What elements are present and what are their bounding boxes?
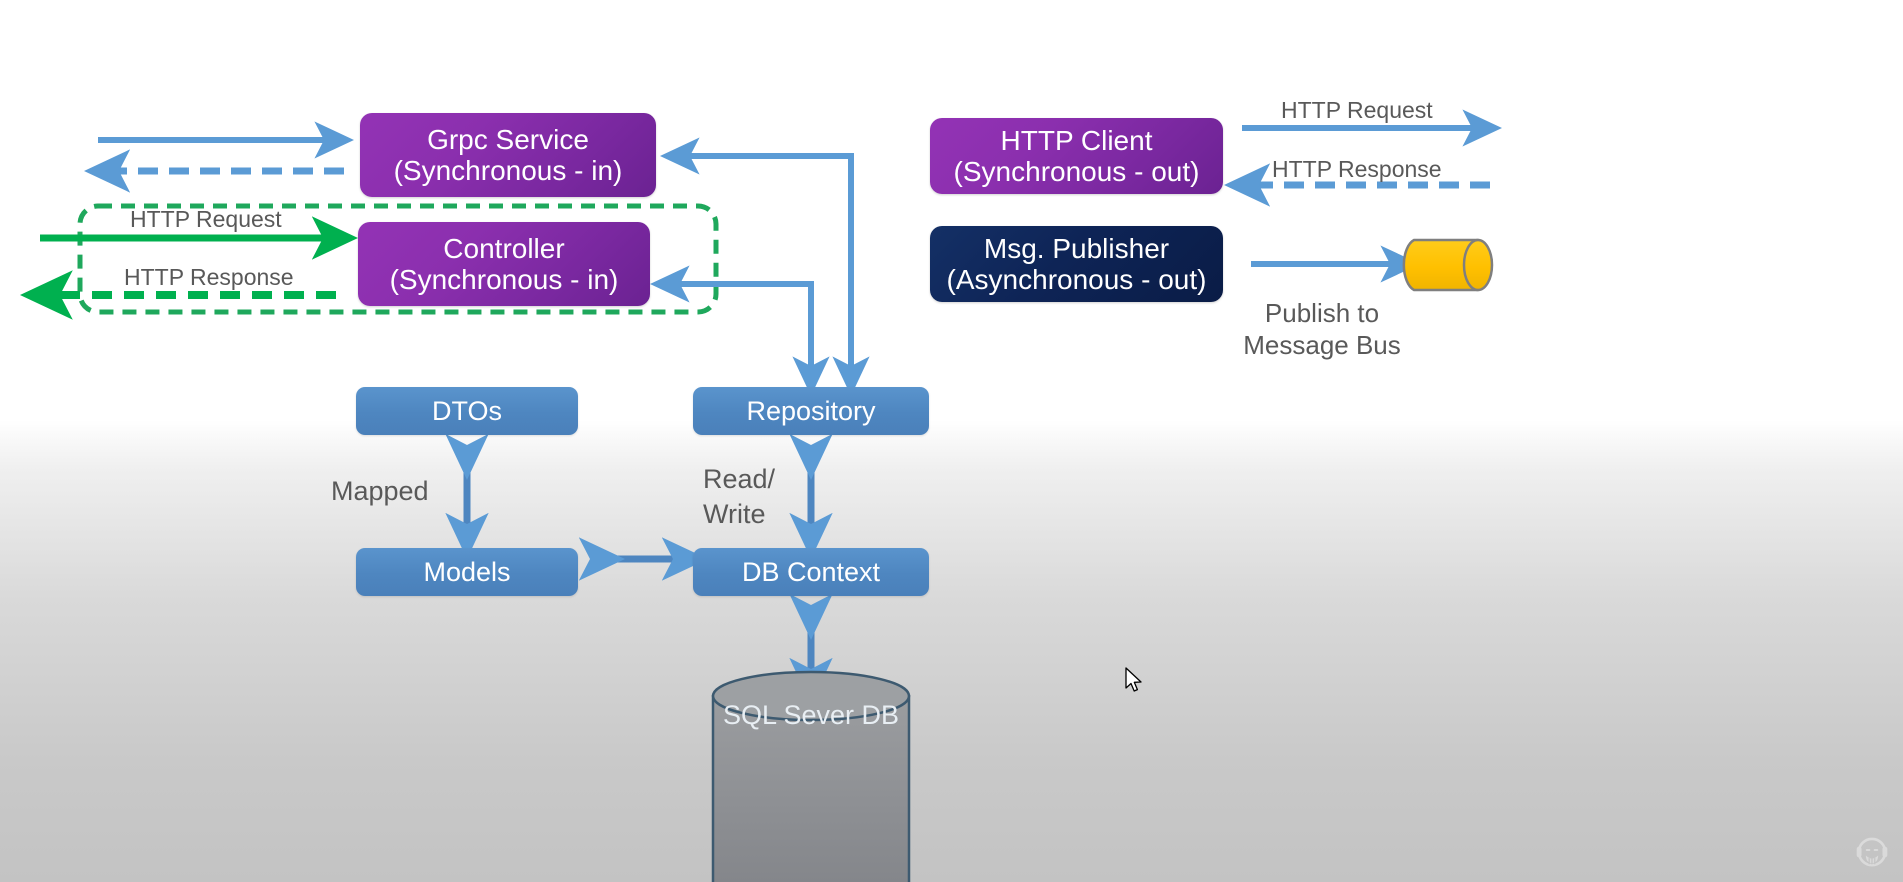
read-write-line1: Read/ [703, 464, 776, 494]
mouse-pointer-icon [1125, 667, 1142, 692]
node-controller-line1: Controller [443, 232, 565, 264]
label-http-request-right: HTTP Request [1281, 97, 1433, 123]
label-http-response-left: HTTP Response [124, 264, 294, 290]
node-dtos-label: DTOs [431, 395, 502, 426]
node-db-context-label: DB Context [741, 556, 881, 587]
database-cylinder-icon [711, 670, 911, 882]
node-http-client-line2: (Synchronous - out) [953, 156, 1200, 187]
node-msg-publisher-line2: (Asynchronous - out) [946, 264, 1207, 295]
repository-to-controller-connector [649, 265, 814, 378]
node-controller-line2: (Synchronous - in) [389, 264, 619, 295]
node-http-client[interactable]: HTTP Client (Synchronous - out) [930, 118, 1223, 194]
label-http-request-left: HTTP Request [130, 206, 282, 232]
node-repository-label: Repository [746, 395, 876, 426]
controller-highlight-box [77, 203, 719, 315]
label-publish-to-message-bus: Publish to Message Bus [1238, 298, 1406, 361]
node-grpc-service-line1: Grpc Service [427, 123, 589, 155]
node-db-context[interactable]: DB Context [693, 548, 929, 596]
node-repository[interactable]: Repository [693, 387, 929, 435]
node-sql-db-label: SQL Sever DB [722, 700, 900, 730]
node-models[interactable]: Models [356, 548, 578, 596]
message-bus-cylinder-icon [1402, 238, 1494, 292]
node-msg-publisher-line1: Msg. Publisher [983, 232, 1170, 264]
publish-line2: Message Bus [1243, 329, 1401, 360]
label-mapped: Mapped [331, 476, 429, 506]
repository-to-grpc-connector [659, 137, 854, 378]
node-http-client-line1: HTTP Client [1000, 124, 1153, 156]
read-write-line2: Write [703, 498, 766, 529]
node-grpc-service-line2: (Synchronous - in) [393, 155, 623, 186]
node-sql-db-label-wrap: SQL Sever DB [700, 700, 922, 731]
channel-watermark-icon [1856, 837, 1888, 867]
node-controller[interactable]: Controller (Synchronous - in) [358, 222, 650, 306]
node-grpc-service[interactable]: Grpc Service (Synchronous - in) [360, 113, 656, 197]
publish-line1: Publish to [1264, 298, 1380, 328]
label-read-write: Read/ Write [703, 462, 775, 531]
node-msg-publisher[interactable]: Msg. Publisher (Asynchronous - out) [930, 226, 1223, 302]
label-http-response-right: HTTP Response [1272, 156, 1442, 182]
node-dtos[interactable]: DTOs [356, 387, 578, 435]
node-models-label: Models [423, 556, 511, 587]
